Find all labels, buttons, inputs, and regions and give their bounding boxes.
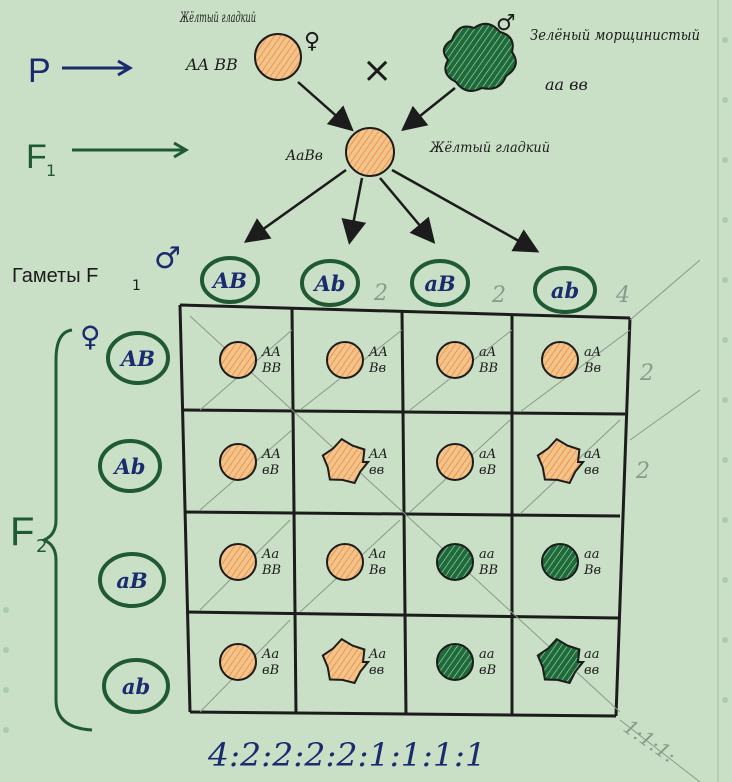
female-parent-genotype: AA BB xyxy=(184,55,238,74)
gametes-sub: 1 xyxy=(132,278,141,294)
gametes-female-symbol: ♀ xyxy=(80,320,101,353)
green-wrinkled-pea-icon xyxy=(538,639,583,683)
yellow-smooth-pea-icon xyxy=(542,342,578,378)
yellow-smooth-pea-icon xyxy=(220,342,256,378)
arrow-f1-to-gamete-4 xyxy=(392,170,535,250)
column-gamete-label: ab xyxy=(551,278,579,303)
column-gamete-label: Ab xyxy=(313,271,346,296)
corner-ratio-annotation: 1:1:1: xyxy=(619,714,681,767)
f2-brace xyxy=(44,330,92,730)
cell-genotype-a: aa xyxy=(479,547,495,562)
yellow-smooth-pea-icon xyxy=(327,342,363,378)
f2-label: F xyxy=(10,510,34,554)
female-parent-pea-icon xyxy=(255,34,301,80)
cell-genotype-a: AA xyxy=(368,447,388,462)
column-count-annotation: 4 xyxy=(615,283,630,308)
cell-genotype-b: Bв xyxy=(368,563,386,578)
cell-genotype-b: BB xyxy=(478,361,498,376)
column-count-annotation: 2 xyxy=(491,283,506,308)
yellow-wrinkled-pea-icon xyxy=(323,639,368,683)
cell-genotype-a: aa xyxy=(479,647,495,662)
male-parent-genotype: aa вв xyxy=(545,75,588,94)
yellow-smooth-pea-icon xyxy=(327,544,363,580)
cell-genotype-a: aA xyxy=(479,447,496,462)
column-count-annotation: 2 xyxy=(373,281,388,306)
arrow-male-to-f1 xyxy=(405,88,455,128)
cell-genotype-b: BB xyxy=(261,563,281,578)
yellow-smooth-pea-icon xyxy=(437,342,473,378)
phenotype-ratio: 4:2:2:2:2:1:1:1:1 xyxy=(207,736,486,774)
gametes-label: Гаметы F xyxy=(12,265,98,287)
row-gamete-label: ab xyxy=(122,674,150,699)
cell-genotype-b: вв xyxy=(584,463,599,478)
cell-genotype-a: aa xyxy=(584,647,600,662)
female-parent-desc: Жёлтый гладкий xyxy=(179,10,256,26)
column-gametes: AB Ab aB ab xyxy=(202,258,595,312)
column-gamete-label: AB xyxy=(211,268,247,293)
f1-genotype: AaBв xyxy=(284,148,323,164)
green-smooth-pea-icon xyxy=(437,644,473,680)
row-count-annotation: 2 xyxy=(635,459,650,484)
f1-sub: 1 xyxy=(46,161,56,180)
cell-genotype-a: Aa xyxy=(261,647,279,662)
cell-genotype-b: вB xyxy=(479,463,496,478)
row-count-annotation: 2 xyxy=(639,361,654,386)
cell-genotype-b: Bв xyxy=(368,361,386,376)
cell-genotype-a: Aa xyxy=(368,547,386,562)
column-gamete-label: aB xyxy=(424,271,455,296)
cell-genotype-a: aA xyxy=(479,345,496,360)
cell-genotype-a: AA xyxy=(261,345,281,360)
f1-desc: Жёлтый гладкий xyxy=(429,140,550,156)
cell-genotype-b: вв xyxy=(369,463,384,478)
cell-genotype-a: AA xyxy=(261,447,281,462)
cell-genotype-b: вB xyxy=(262,463,279,478)
arrow-f1-to-gamete-2 xyxy=(350,178,362,240)
cell-genotype-b: BB xyxy=(478,563,498,578)
cell-genotype-b: BB xyxy=(261,361,281,376)
cell-genotype-b: Bв xyxy=(583,563,601,578)
cell-genotype-b: вB xyxy=(262,663,279,678)
cell-genotype-a: aA xyxy=(584,447,601,462)
male-symbol: ♂ xyxy=(496,11,516,36)
male-parent-desc: Зелёный морщинистый xyxy=(530,26,700,44)
cell-genotype-a: Aa xyxy=(261,547,279,562)
cell-genotype-a: AA xyxy=(368,345,388,360)
yellow-smooth-pea-icon xyxy=(220,544,256,580)
cell-genotype-a: aa xyxy=(584,547,600,562)
f2-sub: 2 xyxy=(36,536,47,557)
cell-genotype-a: Aa xyxy=(368,647,386,662)
yellow-smooth-pea-icon xyxy=(220,444,256,480)
cross-symbol: × xyxy=(362,50,392,91)
p-generation-label: P xyxy=(28,52,51,90)
gametes-male-symbol: ♂ xyxy=(154,241,181,276)
yellow-smooth-pea-icon xyxy=(437,444,473,480)
row-gamete-label: Ab xyxy=(113,454,146,479)
green-smooth-pea-icon xyxy=(437,544,473,580)
arrow-f1-to-gamete-1 xyxy=(248,170,346,240)
f1-pea-icon xyxy=(346,128,394,176)
cell-genotype-b: вB xyxy=(479,663,496,678)
yellow-wrinkled-pea-icon xyxy=(538,439,583,483)
row-gametes: AB Ab aB ab xyxy=(100,333,168,712)
green-smooth-pea-icon xyxy=(542,544,578,580)
cell-genotype-b: вв xyxy=(584,663,599,678)
row-gamete-label: AB xyxy=(119,346,155,371)
cell-genotype-a: aA xyxy=(584,345,601,360)
yellow-wrinkled-pea-icon xyxy=(323,439,368,483)
cell-genotype-b: Bв xyxy=(583,361,601,376)
arrow-female-to-f1 xyxy=(298,82,350,128)
yellow-smooth-pea-icon xyxy=(220,644,256,680)
cell-genotype-b: вв xyxy=(369,663,384,678)
row-gamete-label: aB xyxy=(116,568,147,593)
female-symbol: ♀ xyxy=(304,29,320,54)
f1-label: F xyxy=(26,138,47,176)
